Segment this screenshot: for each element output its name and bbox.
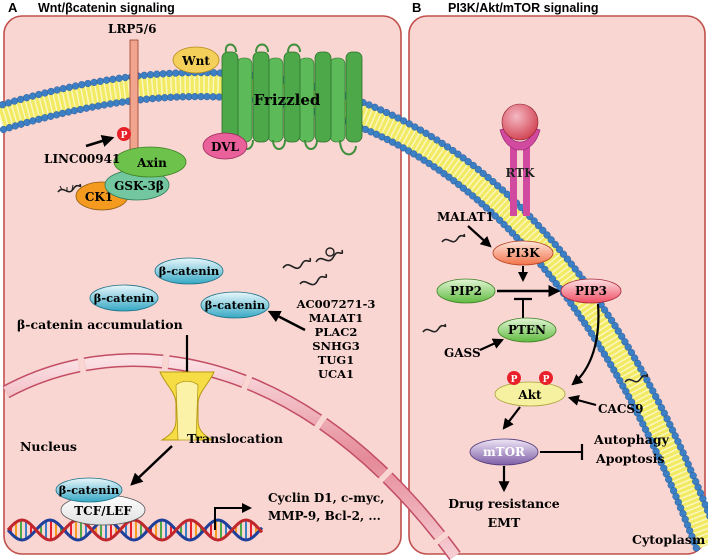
akt-label: Akt	[517, 388, 542, 402]
frizzled-helix	[252, 51, 270, 143]
beta-catenin-nuclear-label: β-catenin	[59, 483, 120, 497]
lncrna-icon-malat1	[441, 233, 466, 243]
beta-catenin-2	[89, 284, 159, 312]
nucleus-label: Nucleus	[20, 439, 77, 454]
beta-catenin-nuclear	[55, 477, 123, 503]
transcription-arrow	[214, 503, 252, 530]
panel-b-title: PI3K/Akt/mTOR signaling	[448, 1, 599, 15]
pip3-molecule	[560, 278, 622, 304]
panel-a-title: Wnt/βcatenin signaling	[38, 1, 175, 15]
lncrna-item: TUG1	[318, 353, 354, 367]
pip2-label: PIP2	[450, 284, 482, 298]
apoptosis-label: Apoptosis	[595, 451, 664, 466]
mtor-label: mTOR	[483, 445, 526, 459]
lncrna-item: AC007271-3	[296, 297, 376, 311]
lncrna-item: UCA1	[318, 367, 354, 381]
pip3-label: PIP3	[575, 284, 607, 298]
lncrna-item: PLAC2	[315, 325, 358, 339]
beta-catenin-label-2: β-catenin	[94, 291, 155, 305]
lncrna-icon-cacs9	[624, 373, 649, 383]
beta-catenin-1	[154, 257, 224, 285]
linc00941-label: LINC00941	[44, 152, 120, 166]
tcf-lef-label: TCF/LEF	[74, 504, 132, 518]
lrp-label: LRP5/6	[108, 22, 157, 36]
dvl-protein	[202, 132, 248, 160]
cytoplasm-label: Cytoplasm	[632, 532, 705, 547]
lrp-phospho	[117, 127, 131, 141]
frizzled-helix	[221, 51, 239, 143]
akt-phospho-label-2: P	[543, 375, 550, 385]
panel-a-letter: A	[8, 0, 18, 15]
lncrna-cluster-icon	[282, 247, 344, 286]
frizzled-helix	[314, 51, 332, 143]
akt-to-mtor-arrow	[502, 406, 521, 430]
pip2-molecule	[436, 278, 496, 304]
frizzled-helix	[345, 51, 363, 143]
lrp-phospho-label: P	[121, 131, 128, 141]
akt-phospho-1	[507, 371, 521, 385]
frizzled-receptor	[221, 43, 363, 156]
lncrna-item: MALAT1	[309, 311, 364, 325]
akt-protein	[494, 381, 566, 407]
malat1-label: MALAT1	[437, 210, 494, 224]
dvl-label: DVL	[211, 140, 240, 154]
gas5-arrow	[479, 338, 505, 352]
dna-helix	[6, 518, 264, 542]
lncrna-item: SNHG3	[312, 339, 360, 353]
mtor-protein	[469, 438, 539, 466]
panel-a-cell	[3, 15, 402, 555]
frizzled-helix	[329, 57, 346, 143]
pi3k-label: PI3K	[506, 246, 540, 260]
ck1-label: CK1	[85, 190, 113, 204]
gsk3b-label: GSK-3β	[114, 179, 164, 193]
translocation-label: Translocation	[187, 431, 283, 446]
rtk-label: RTK	[505, 166, 535, 180]
pi3k-protein	[492, 240, 554, 266]
lncrna-icon	[57, 183, 82, 193]
cacs9-label: CACS9	[598, 402, 643, 416]
wnt-ligand	[172, 46, 220, 74]
lrp5-6-receptor	[129, 39, 139, 153]
targets-line-2: MMP-9, Bcl-2, ...	[268, 509, 381, 523]
beta-catenin-3	[200, 291, 270, 319]
axin-protein	[113, 146, 187, 178]
dna-strand	[6, 518, 264, 542]
gas5-label: GASS	[444, 346, 481, 360]
lncrna-to-bcat-arrow	[267, 310, 306, 332]
nuclear-pore	[159, 371, 215, 441]
beta-catenin-label-1: β-catenin	[159, 264, 220, 278]
cacs9-arrow	[567, 394, 597, 407]
pten-label: PTEN	[508, 323, 546, 337]
frizzled-helix	[283, 51, 301, 143]
targets-line-1: Cyclin D1, c-myc,	[268, 491, 384, 505]
linc00941-arrow	[85, 134, 115, 148]
lncrna-icon-gas5	[422, 323, 447, 333]
rtk-receptor	[499, 103, 541, 216]
panel-b-letter: B	[412, 0, 421, 15]
emt-label: EMT	[488, 515, 521, 530]
frizzled-label: Frizzled	[254, 91, 321, 109]
frizzled-helix	[236, 57, 253, 143]
akt-phospho-2	[539, 371, 553, 385]
pip3-to-akt-arrow	[571, 303, 600, 386]
wnt-label: Wnt	[181, 54, 210, 68]
pten-protein	[497, 317, 557, 343]
malat1-arrow	[467, 225, 492, 248]
translocation-arrow	[130, 445, 173, 486]
accumulation-label: β-catenin accumulation	[17, 317, 183, 332]
axin-label: Axin	[136, 156, 167, 170]
beta-catenin-label-3: β-catenin	[205, 298, 266, 312]
akt-phospho-label-1: P	[511, 375, 518, 385]
drug-resistance-label: Drug resistance	[448, 496, 560, 511]
autophagy-label: Autophagy	[593, 432, 670, 447]
nuclear-envelope	[2, 353, 461, 560]
